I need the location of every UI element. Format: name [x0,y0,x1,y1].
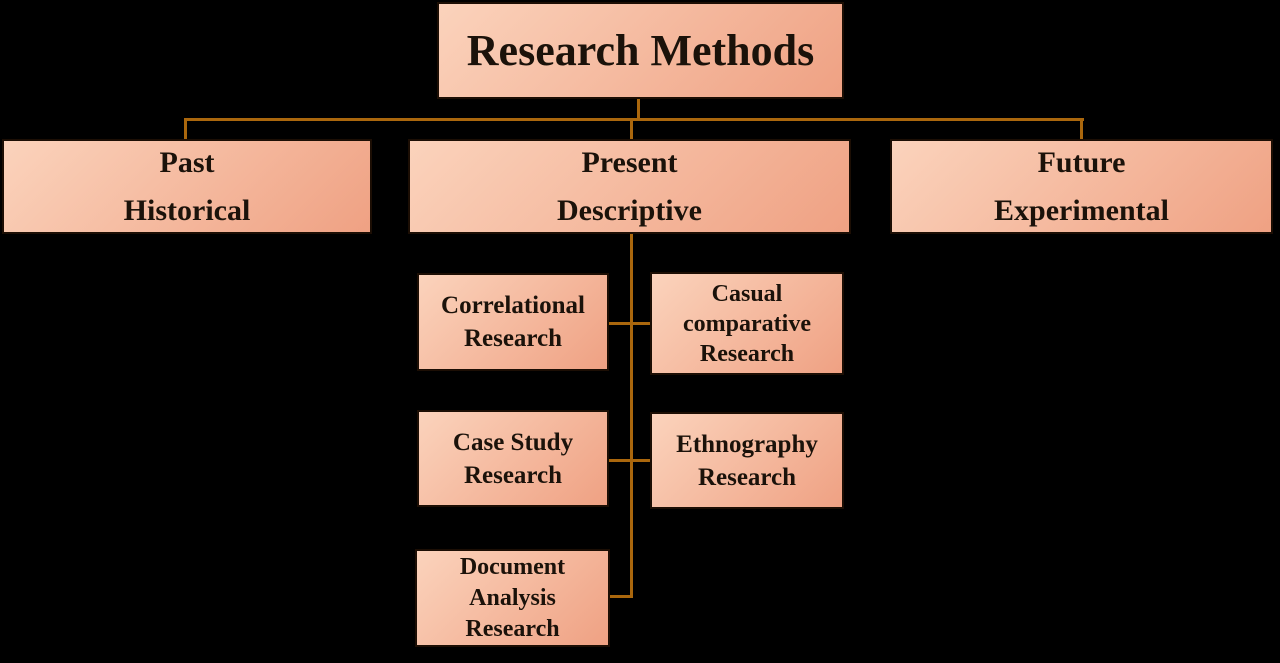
node-correlational-research: Correlational Research [417,273,609,371]
node-document-line1: Document [459,553,566,580]
node-ethnography-research: Ethnography Research [650,412,844,509]
node-case-study-line2: Research [463,461,563,489]
connector-drop-future [1080,118,1083,140]
node-research-methods-label: Research Methods [466,26,815,75]
node-correlational-line2: Research [463,325,563,352]
node-future-experimental: Future Experimental [890,139,1273,234]
node-present-line2: Descriptive [557,193,702,227]
node-ethnography-line2: Research [697,463,797,491]
node-future-line2: Experimental [994,193,1169,227]
node-past-line2: Historical [123,193,251,227]
connector-drop-present [630,118,633,140]
node-casual-line2: comparative [683,310,811,337]
node-present-descriptive: Present Descriptive [408,139,851,234]
connector-drop-past [184,118,187,140]
node-document-line2: Analysis [469,584,556,611]
node-casual-line3: Research [699,340,795,367]
node-casual-line1: Casual [711,280,783,307]
node-present-line1: Present [581,145,678,179]
connector-present-trunk [630,233,633,598]
node-past-historical: Past Historical [2,139,372,234]
connector-branch-row2 [608,459,652,462]
connector-branch-row1 [608,322,652,325]
node-case-study-research: Case Study Research [417,410,609,507]
node-document-line3: Research [465,615,560,642]
node-ethnography-line1: Ethnography [676,430,818,458]
node-research-methods: Research Methods [437,2,844,99]
node-document-analysis-research: Document Analysis Research [415,549,610,647]
connector-level2-horizontal [184,118,1084,121]
node-case-study-line1: Case Study [452,428,574,456]
node-correlational-line1: Correlational [441,292,585,319]
connector-root-trunk [637,98,640,120]
node-casual-comparative-research: Casual comparative Research [650,272,844,375]
node-past-line1: Past [159,145,215,179]
node-future-line1: Future [1037,145,1126,179]
connector-branch-row3 [608,595,633,598]
